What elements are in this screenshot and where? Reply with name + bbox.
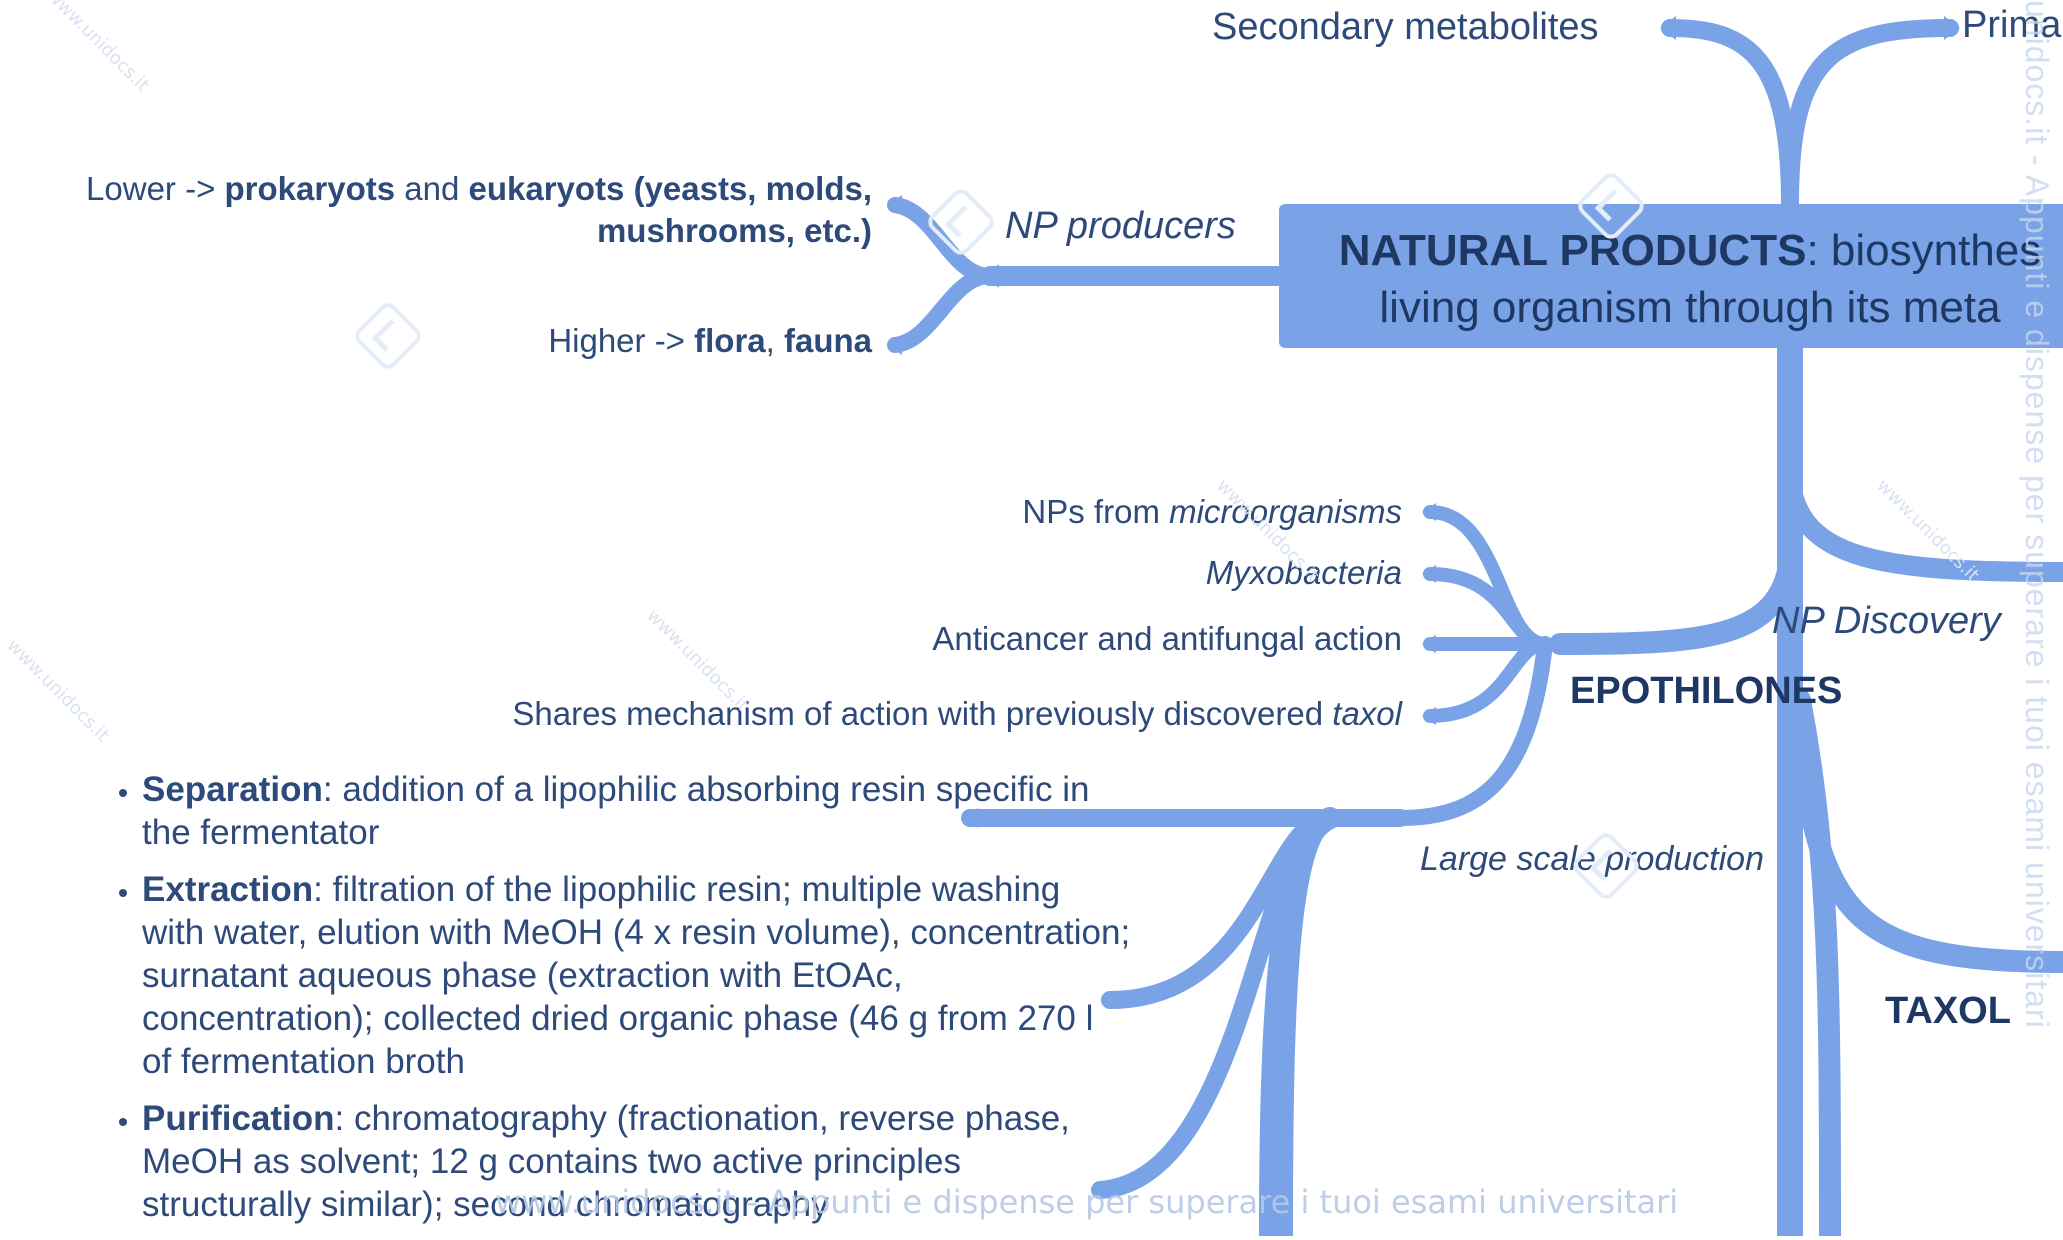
step-extraction-title: Extraction xyxy=(142,870,314,909)
node-shares-mechanism[interactable]: Shares mechanism of action with previous… xyxy=(300,695,1402,733)
step-separation: Separation: addition of a lipophilic abs… xyxy=(142,768,1132,854)
micro-prefix: NPs from xyxy=(1022,493,1170,530)
shares-italic: taxol xyxy=(1332,695,1402,732)
cap-secondary xyxy=(1660,16,1676,40)
branch-epothilones xyxy=(1549,549,1801,655)
node-np-discovery[interactable]: NP Discovery xyxy=(1772,600,2001,642)
lower-prefix: Lower -> xyxy=(86,170,225,207)
micro-italic: microorganisms xyxy=(1169,493,1402,530)
higher-prefix: Higher -> xyxy=(548,322,695,359)
step-purification-title: Purification xyxy=(142,1099,335,1138)
higher-fauna: fauna xyxy=(783,322,872,359)
branch-down-b xyxy=(1277,810,1338,1236)
branch-higher xyxy=(887,268,998,353)
node-myxobacteria[interactable]: Myxobacteria xyxy=(1205,554,1402,591)
node-anticancer-action[interactable]: Anticancer and antifungal action xyxy=(932,620,1402,657)
cap-steps xyxy=(962,808,978,828)
cap-lower xyxy=(888,195,902,215)
lower-mid: and xyxy=(395,170,469,207)
branch-shares xyxy=(1423,637,1552,723)
central-line2: living organism through its meta xyxy=(1379,283,2001,332)
central-title-rest: : biosynthes xyxy=(1806,226,2042,275)
central-title-bold: NATURAL PRODUCTS xyxy=(1338,226,1807,275)
lower-eukaryots: eukaryots (yeasts, molds, xyxy=(468,170,872,207)
cap-producers xyxy=(985,264,999,288)
higher-flora: flora xyxy=(694,322,766,359)
node-nps-microorganisms[interactable]: NPs from microorganisms xyxy=(700,493,1402,531)
cap-shares xyxy=(1422,707,1436,725)
cap-action xyxy=(1422,635,1436,653)
step-extraction-text: : filtration of the lipophilic resin; mu… xyxy=(142,870,1131,1081)
node-primary-metabolites[interactable]: Prima xyxy=(1962,4,2062,46)
step-purification-text: : chromatography (fractionation, reverse… xyxy=(142,1099,1070,1224)
branch-large-scale xyxy=(1392,636,1553,826)
branch-secondary xyxy=(1661,19,1799,213)
branch-myxo xyxy=(1423,567,1552,651)
node-taxol[interactable]: TAXOL xyxy=(1885,990,2011,1032)
cap-myxo xyxy=(1422,565,1436,583)
step-separation-title: Separation xyxy=(142,770,323,809)
lower-mushrooms: mushrooms, etc.) xyxy=(596,212,872,249)
higher-sep: , xyxy=(765,322,784,359)
node-higher-producers[interactable]: Higher -> flora, fauna xyxy=(400,322,872,360)
step-purification: Purification: chromatography (fractionat… xyxy=(142,1097,1132,1226)
central-node[interactable] xyxy=(1279,204,2063,348)
branch-discovery xyxy=(1780,470,2063,582)
node-np-producers[interactable]: NP producers xyxy=(1005,205,1236,247)
shares-prefix: Shares mechanism of action with previous… xyxy=(512,695,1333,732)
watermark-side: unidocs.it - Appunti e dispense per supe… xyxy=(2019,0,2055,1029)
cap-higher xyxy=(888,335,902,355)
step-separation-text: : addition of a lipophilic absorbing res… xyxy=(142,770,1090,852)
node-secondary-metabolites[interactable]: Secondary metabolites xyxy=(1212,6,1599,48)
branch-primary xyxy=(1781,19,1959,213)
lower-prokaryots: prokaryots xyxy=(224,170,396,207)
step-extraction: Extraction: filtration of the lipophilic… xyxy=(142,868,1132,1083)
trunk-taxol xyxy=(1789,689,1841,1236)
cap-primary xyxy=(1944,16,1960,40)
cap-micro xyxy=(1422,503,1436,521)
production-steps-list: Separation: addition of a lipophilic abs… xyxy=(100,768,1132,1240)
watermark-bottom: www.unidocs.it - Appunti e dispense per … xyxy=(495,1183,1679,1221)
central-node-text: NATURAL PRODUCTS: biosynthes living orga… xyxy=(1310,222,2063,336)
node-epothilones[interactable]: EPOTHILONES xyxy=(1570,670,1843,712)
node-lower-producers[interactable]: Lower -> prokaryots and eukaryots (yeast… xyxy=(10,168,872,252)
